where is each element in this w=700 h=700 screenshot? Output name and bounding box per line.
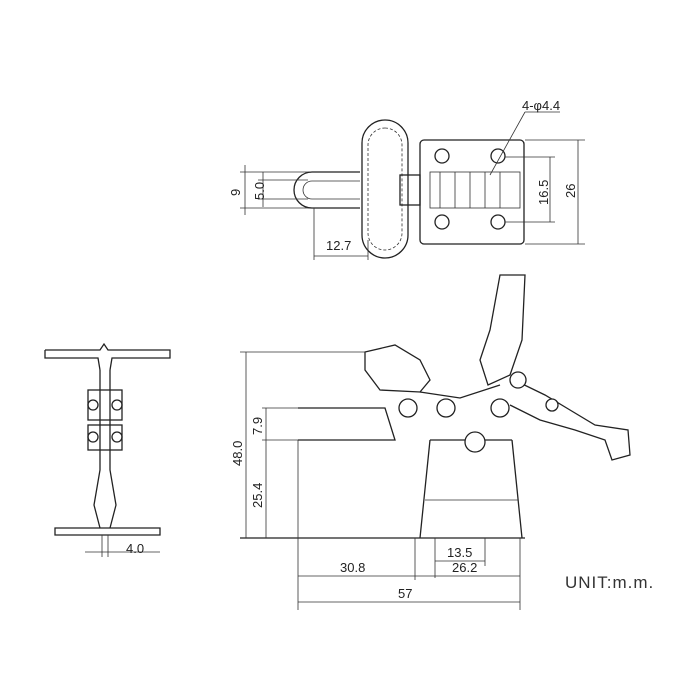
dim-16-5: 16.5 [536,180,551,205]
dim-57: 57 [398,586,412,601]
dim-5-0: 5.0 [252,182,267,200]
dim-26-2: 26.2 [452,560,477,575]
front-view: 4.0 [44,342,171,557]
top-view: 4-φ4.4 9 5.0 16.5 26 12.7 [228,98,585,260]
dim-13-5: 13.5 [447,545,472,560]
dim-25-4: 25.4 [250,483,265,508]
dim-26: 26 [563,184,578,198]
side-view: 48.0 7.9 25.4 13.5 30.8 26.2 57 [230,274,631,610]
dim-9: 9 [228,189,243,196]
dim-48-0: 48.0 [230,441,245,466]
hole-spec-label: 4-φ4.4 [522,98,560,113]
dim-4-0: 4.0 [126,541,144,556]
unit-label: UNIT:m.m. [565,573,654,592]
dim-12-7: 12.7 [326,238,351,253]
dim-7-9: 7.9 [250,417,265,435]
dim-30-8: 30.8 [340,560,365,575]
